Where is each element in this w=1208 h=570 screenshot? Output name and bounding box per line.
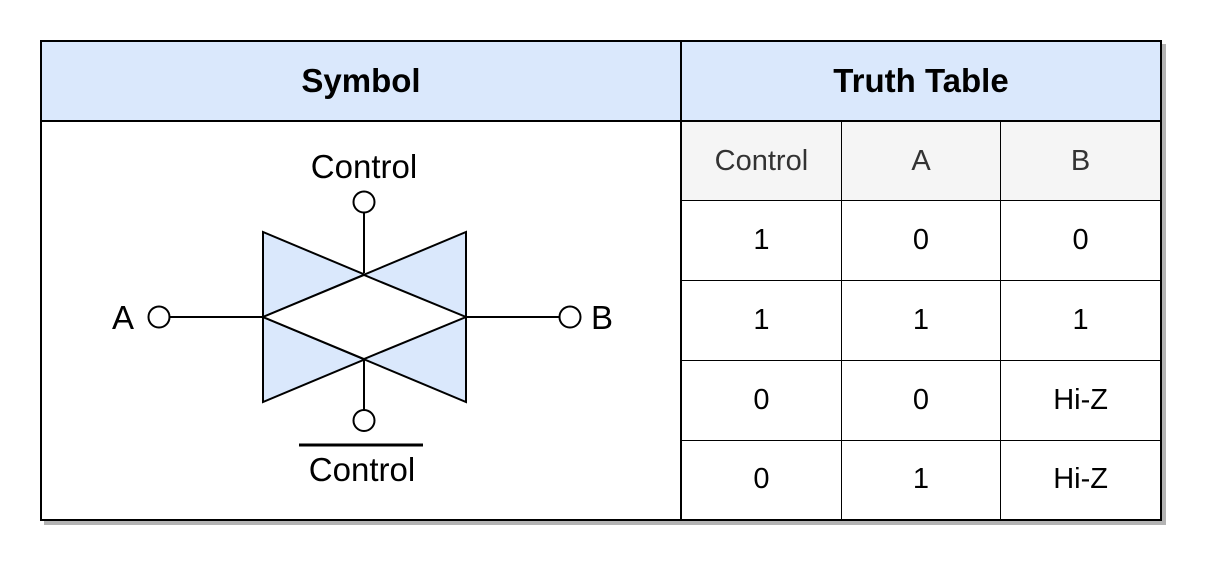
control-bar-pin-circle — [352, 409, 376, 432]
cell-a: 1 — [840, 439, 1002, 519]
column-header-b: B — [1000, 122, 1160, 202]
column-header-a: A — [840, 122, 1002, 202]
table-row: 0 1 Hi-Z — [682, 439, 1160, 519]
table-row: 1 1 1 — [682, 280, 1160, 361]
table-row: 0 0 Hi-Z — [682, 359, 1160, 441]
control-bar-label: Control — [309, 451, 415, 488]
a-label: A — [112, 299, 134, 336]
cell-b: 1 — [1000, 280, 1160, 361]
cell-a: 0 — [840, 359, 1002, 441]
truth-table: Control A B 1 0 0 1 1 1 0 0 Hi-Z 0 1 — [682, 122, 1160, 519]
cell-control: 0 — [682, 359, 842, 441]
cell-control: 1 — [682, 200, 842, 282]
control-label: Control — [311, 148, 417, 185]
cell-a: 0 — [840, 200, 1002, 282]
column-header-control: Control — [682, 122, 842, 202]
transmission-gate-diagram: Control A B Control — [112, 148, 613, 488]
cell-control: 0 — [682, 439, 842, 519]
transmission-gate-panel: Symbol Truth Table Control A B — [40, 40, 1162, 521]
b-label: B — [591, 299, 613, 336]
cell-a: 1 — [840, 280, 1002, 361]
b-pin-circle — [558, 305, 582, 329]
cell-control: 1 — [682, 280, 842, 361]
cell-b: Hi-Z — [1000, 439, 1160, 519]
control-pin-circle — [352, 190, 376, 214]
cell-b: Hi-Z — [1000, 359, 1160, 441]
truth-table-header: Truth Table — [682, 42, 1160, 122]
truth-table-header-row: Control A B — [682, 122, 1160, 202]
table-row: 1 0 0 — [682, 200, 1160, 282]
a-pin-circle — [147, 305, 171, 329]
symbol-header: Symbol — [42, 42, 682, 122]
transmission-gate-symbol: Control A B Control — [42, 122, 682, 519]
truth-table-area: Control A B 1 0 0 1 1 1 0 0 Hi-Z 0 1 — [682, 122, 1160, 519]
cell-b: 0 — [1000, 200, 1160, 282]
